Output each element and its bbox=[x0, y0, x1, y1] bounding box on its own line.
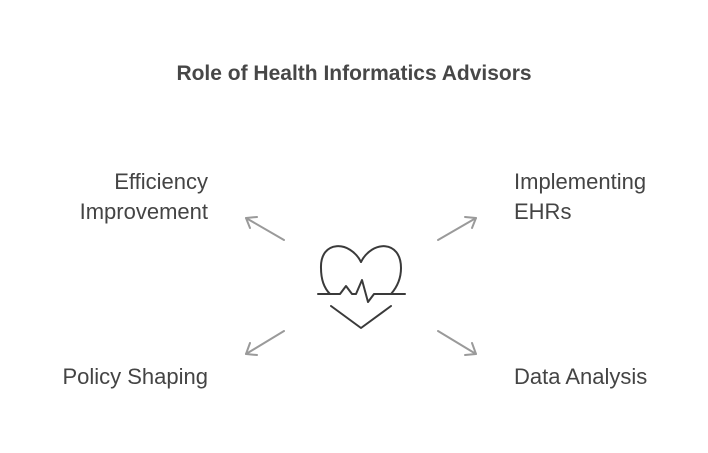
heart-bottom bbox=[330, 305, 392, 329]
label-line: Improvement bbox=[79, 199, 208, 224]
label-policy-shaping: Policy Shaping bbox=[62, 362, 208, 392]
pulse-line bbox=[317, 279, 406, 303]
heart-pulse-icon bbox=[317, 245, 406, 329]
label-data-analysis: Data Analysis bbox=[514, 362, 647, 392]
heart-outline bbox=[319, 245, 402, 295]
label-line: Data Analysis bbox=[514, 364, 648, 389]
arrow-down-right-icon bbox=[437, 330, 477, 356]
label-implementing-ehrs: Implementing EHRs bbox=[514, 167, 646, 227]
label-line: EHRs bbox=[514, 199, 572, 224]
label-line: Implementing bbox=[514, 169, 647, 194]
diagram-title: Role of Health Informatics Advisors bbox=[176, 62, 532, 85]
arrow-up-right-icon bbox=[437, 216, 477, 241]
label-efficiency-improvement: Efficiency Improvement bbox=[80, 167, 208, 227]
label-line: Policy Shaping bbox=[62, 364, 208, 389]
arrow-up-left-icon bbox=[245, 216, 285, 241]
label-line: Efficiency bbox=[114, 169, 208, 194]
arrow-down-left-icon bbox=[245, 330, 285, 356]
